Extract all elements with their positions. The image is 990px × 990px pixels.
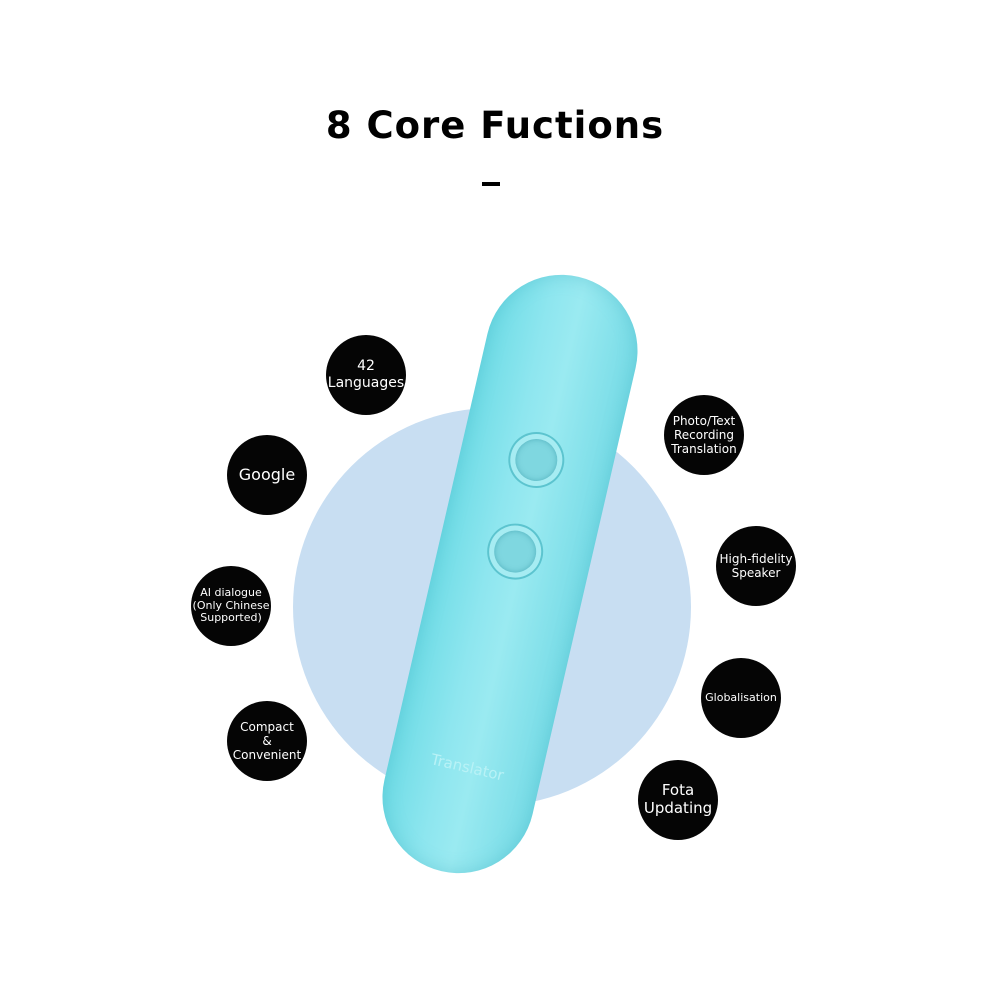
page-title: 8 Core Fuctions xyxy=(325,104,665,147)
feature-label: Google xyxy=(238,464,296,484)
feature-label: Globalisation xyxy=(705,690,777,704)
feature-label: Compact&Convenient xyxy=(232,719,302,763)
title-divider xyxy=(482,182,500,186)
feature-badge-google: Google xyxy=(227,435,307,515)
feature-badge-globalisation: Globalisation xyxy=(701,658,781,738)
backdrop-circle xyxy=(293,408,691,806)
feature-badge-compact: Compact&Convenient xyxy=(227,701,307,781)
